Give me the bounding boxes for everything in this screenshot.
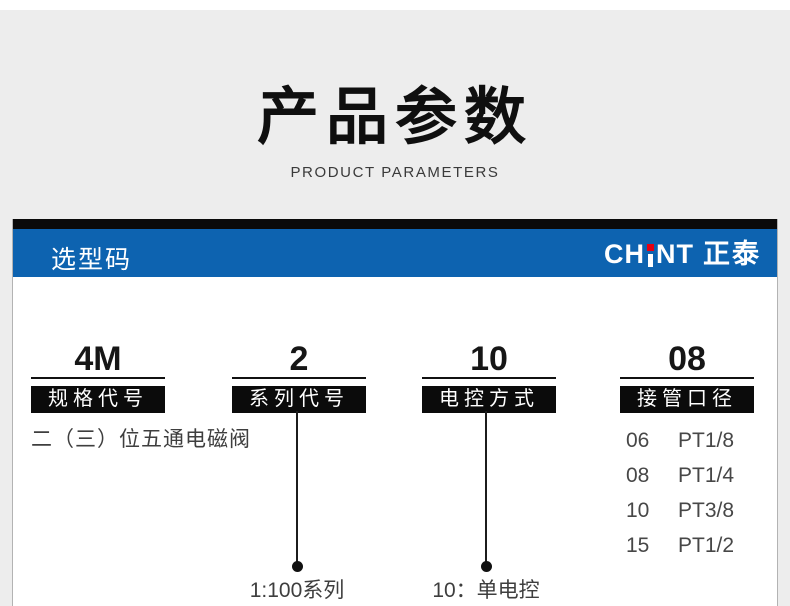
code-value: 4M (74, 340, 122, 378)
code-value: 2 (289, 340, 309, 378)
chint-logo: CH NT 正泰 (604, 238, 761, 268)
card-top-strip (13, 219, 777, 229)
port-size-options: 06 PT1/8 08 PT1/4 10 PT3/8 15 PT1/2 (626, 423, 734, 563)
control-callout-label: 10：单电控 (432, 579, 540, 602)
option-row: 10 PT3/8 (626, 493, 734, 528)
label-box-port-size: 接管口径 (620, 386, 754, 413)
column-port-size: 08 接管口径 (620, 341, 754, 413)
callout-dot-series (292, 561, 303, 572)
card-header-title: 选型码 (51, 246, 133, 274)
label-box-series-code: 系列代号 (232, 386, 366, 413)
option-value: PT1/2 (678, 534, 735, 557)
option-value: PT1/4 (678, 464, 735, 487)
underline (422, 377, 556, 379)
option-row: 06 PT1/8 (626, 423, 734, 458)
logo-i-stem (648, 254, 653, 267)
option-code: 08 (626, 464, 650, 487)
callout-dot-control (481, 561, 492, 572)
logo-text-ch: CH (604, 239, 645, 269)
logo-letter-i (647, 241, 654, 268)
underline (620, 377, 754, 379)
page-title: 产品参数 (256, 83, 533, 152)
label-box-spec-code: 规格代号 (31, 386, 165, 413)
option-code: 15 (626, 534, 650, 557)
column-spec-code: 4M 规格代号 (31, 341, 165, 413)
series-callout-label: 1:100系列 (249, 579, 345, 602)
column-series-code: 2 系列代号 (232, 341, 366, 413)
logo-text-zhengtai: 正泰 (703, 239, 761, 269)
spec-code-note: 二（三）位五通电磁阀 (31, 428, 251, 451)
selection-code-card: 选型码 CH NT 正泰 4M 规格代号 2 系列代号 (12, 219, 778, 606)
logo-text-nt: NT (656, 239, 694, 269)
option-row: 08 PT1/4 (626, 458, 734, 493)
page-subtitle: PRODUCT PARAMETERS (290, 164, 500, 182)
label-box-control-mode: 电控方式 (422, 386, 556, 413)
code-value: 10 (470, 340, 508, 378)
logo-red-dot-icon (647, 244, 654, 251)
code-value: 08 (668, 340, 706, 378)
option-code: 10 (626, 499, 650, 522)
underline (232, 377, 366, 379)
title-block: 产品参数 PRODUCT PARAMETERS (0, 83, 790, 182)
selector-diagram: 4M 规格代号 2 系列代号 10 电控方式 08 接管口径 二（三）位五通电磁… (13, 277, 777, 606)
callout-line-control (485, 411, 487, 563)
option-value: PT3/8 (678, 499, 735, 522)
option-value: PT1/8 (678, 429, 735, 452)
card-header-bar: 选型码 CH NT 正泰 (13, 229, 777, 277)
column-control-mode: 10 电控方式 (422, 341, 556, 413)
underline (31, 377, 165, 379)
top-margin (0, 0, 790, 10)
option-row: 15 PT1/2 (626, 528, 734, 563)
option-code: 06 (626, 429, 650, 452)
callout-line-series (296, 411, 298, 563)
